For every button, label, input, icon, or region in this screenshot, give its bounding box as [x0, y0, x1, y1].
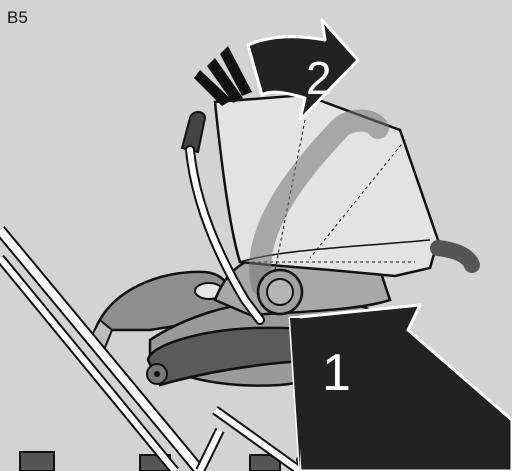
- arrow-2-label: 2: [306, 52, 332, 104]
- step-label: B5: [7, 8, 28, 28]
- arrow-1-label: 1: [322, 344, 351, 402]
